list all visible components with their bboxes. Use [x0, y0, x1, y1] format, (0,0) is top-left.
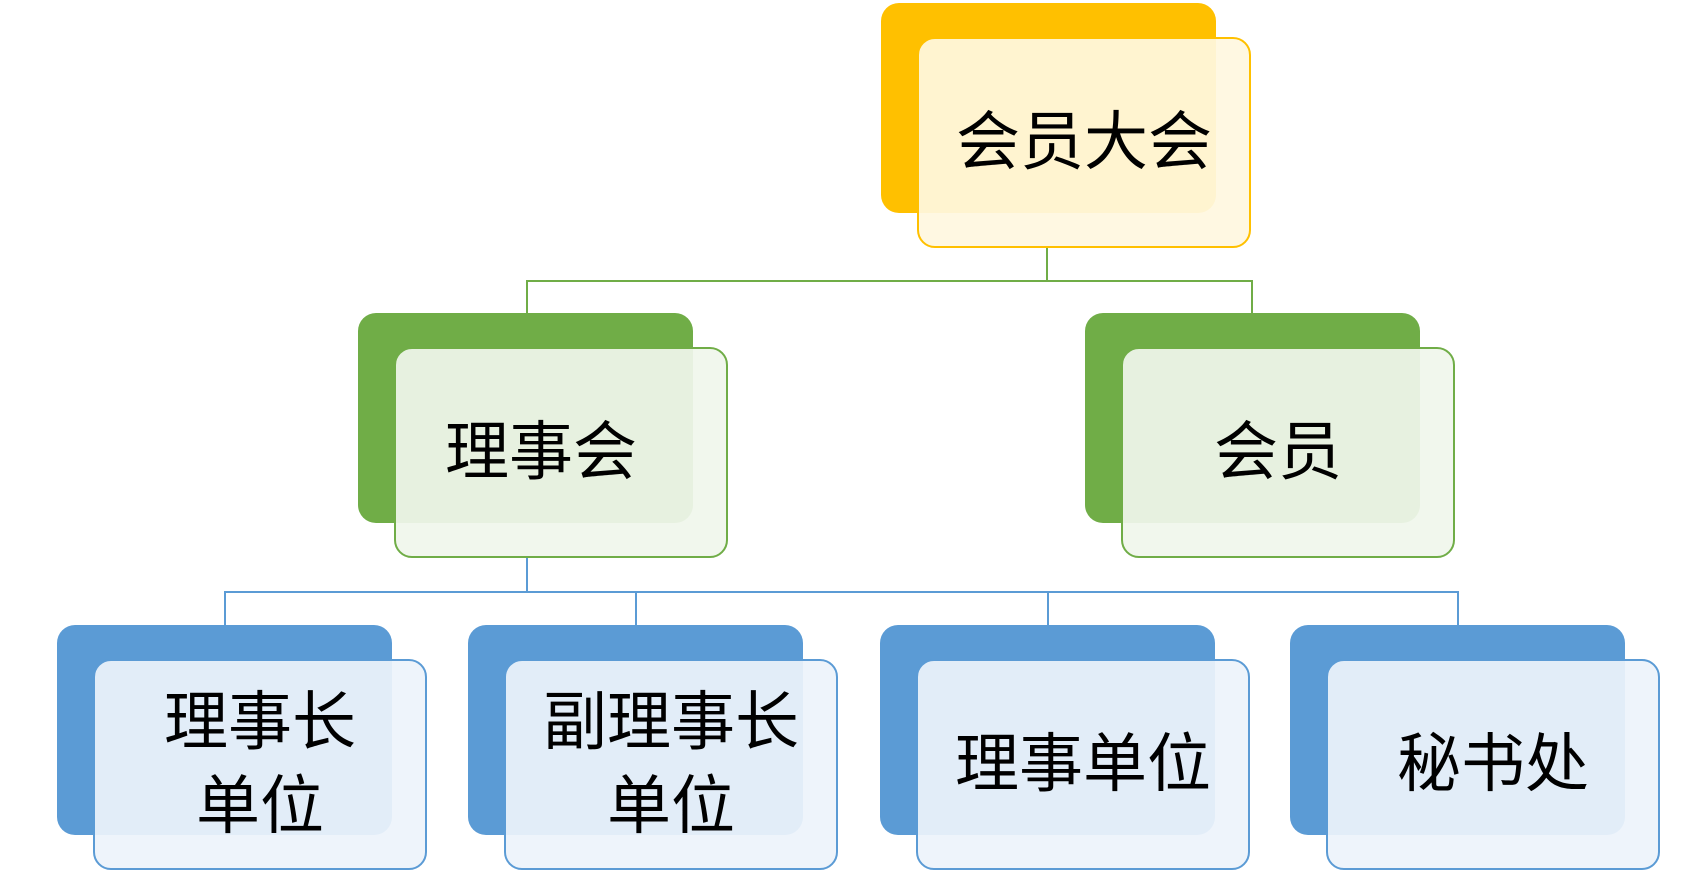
connector-root-to-member: [1047, 280, 1253, 313]
node-label: 秘书处: [1397, 727, 1589, 802]
node-council-unit: 理事单位: [880, 625, 1250, 870]
node-card: 副理事长 单位: [504, 659, 838, 870]
node-label: 理事会: [445, 415, 637, 490]
node-card: 理事会: [394, 347, 728, 558]
node-card: 秘书处: [1326, 659, 1660, 870]
node-card: 会员: [1121, 347, 1455, 558]
connector-to-secretariat: [1048, 591, 1459, 625]
node-label: 会员大会: [956, 105, 1212, 180]
node-general-assembly: 会员大会: [881, 3, 1251, 248]
node-card: 理事单位: [916, 659, 1250, 870]
node-secretariat: 秘书处: [1290, 625, 1660, 870]
node-vice-chairman-unit: 副理事长 单位: [468, 625, 838, 870]
node-label: 理事长 单位: [164, 685, 356, 844]
node-members: 会员: [1085, 313, 1455, 558]
node-label: 副理事长 单位: [543, 685, 799, 844]
connector-board-to-level3: [224, 558, 528, 625]
node-card: 会员大会: [917, 37, 1251, 248]
node-label: 会员: [1214, 415, 1342, 490]
node-council: 理事会: [358, 313, 728, 558]
node-chairman-unit: 理事长 单位: [57, 625, 427, 870]
node-card: 理事长 单位: [93, 659, 427, 870]
node-label: 理事单位: [955, 727, 1211, 802]
connector-root-to-board: [526, 248, 1048, 313]
